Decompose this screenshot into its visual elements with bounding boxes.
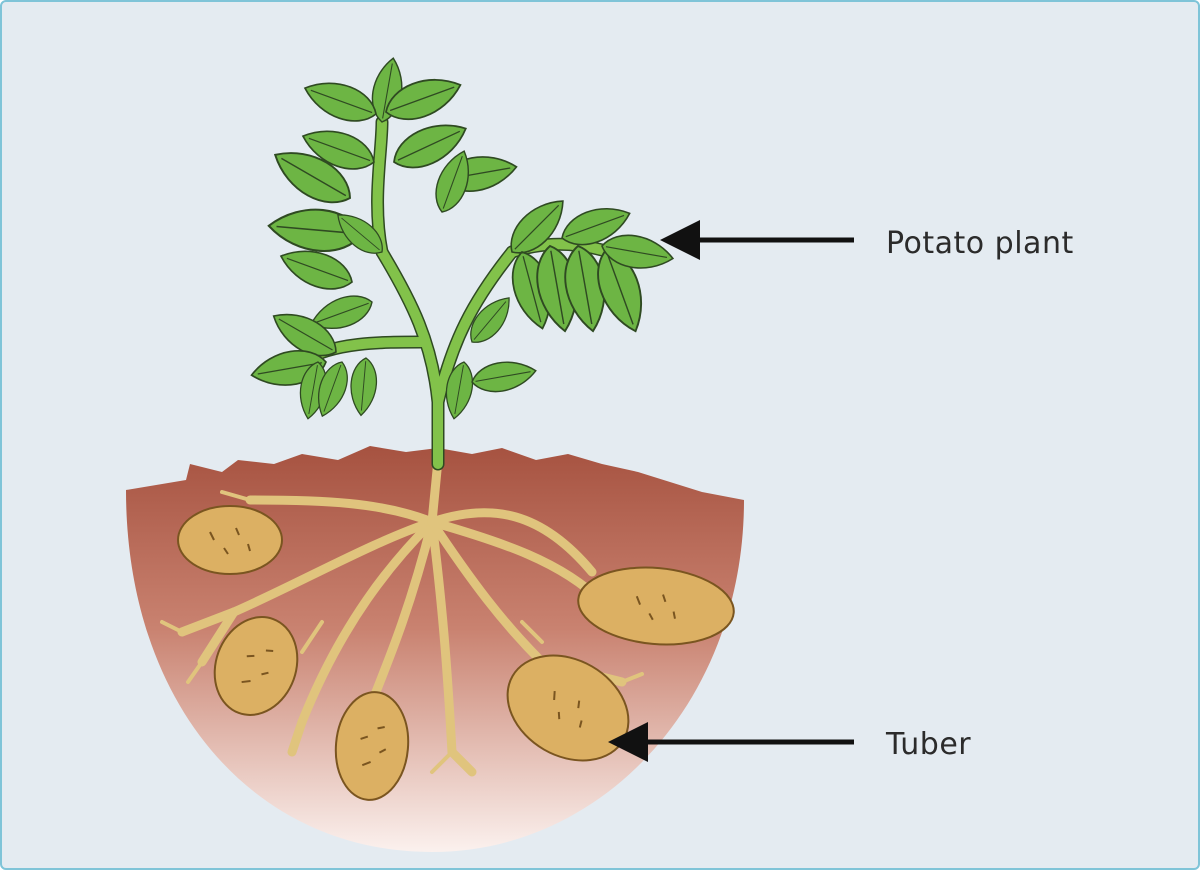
tuber-5 — [577, 566, 735, 646]
tubers — [177, 505, 735, 801]
label-potato-plant: Potato plant — [886, 226, 1074, 261]
tuber-3 — [334, 691, 410, 801]
label-tuber: Tuber — [886, 727, 972, 762]
arrow-to-tuber — [608, 722, 854, 762]
tuber-2 — [213, 616, 299, 716]
tuber-1 — [177, 505, 283, 575]
leaves — [247, 55, 677, 422]
arrow-to-plant — [660, 220, 854, 260]
